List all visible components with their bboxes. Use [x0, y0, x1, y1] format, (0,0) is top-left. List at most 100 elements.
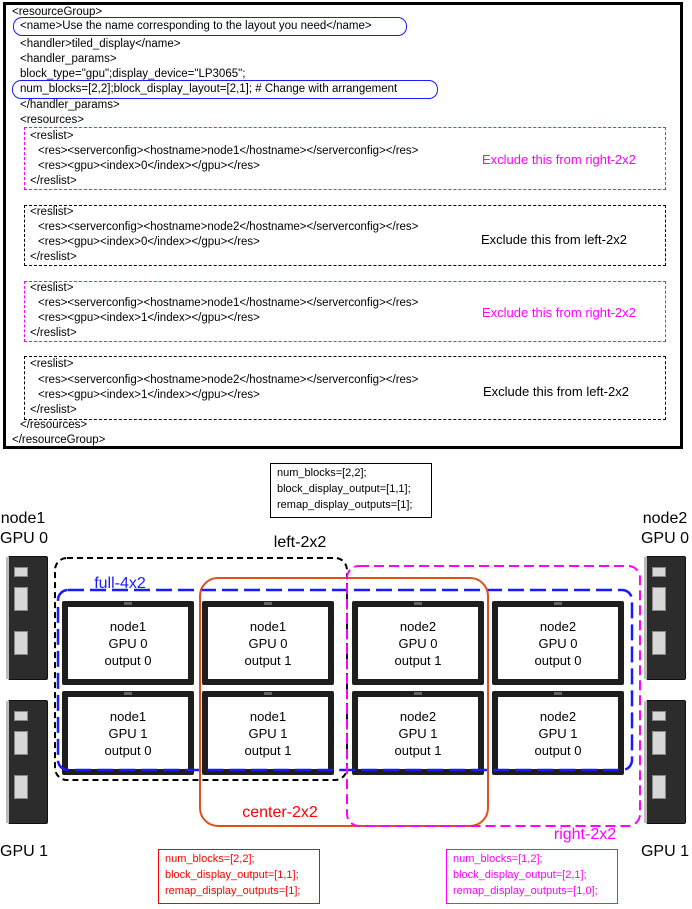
xml-line: </handler_params>	[20, 99, 120, 111]
monitor-gpu: GPU 1	[538, 725, 578, 741]
param-line: block_display_output=[1,1];	[277, 483, 411, 495]
exclude-note: Exclude this from right-2x2	[482, 305, 636, 320]
monitor-node: node2	[399, 708, 437, 724]
monitor-output: output 1	[394, 742, 442, 758]
xml-config-box	[3, 2, 683, 449]
dvi-port-icon	[652, 631, 666, 655]
gpu1-left-label: GPU 1	[0, 843, 49, 860]
monitor-gpu: GPU 1	[108, 725, 148, 741]
reslist-open: <reslist>	[30, 206, 74, 218]
gpu0-right-label: GPU 0	[640, 530, 689, 547]
reslist-res: <res><gpu><index>0</index></gpu></res>	[38, 160, 260, 172]
exclude-note: Exclude this from left-2x2	[481, 232, 627, 247]
param-line: block_display_output=[1,1];	[165, 869, 299, 881]
monitor-gpu: GPU 0	[248, 635, 288, 651]
node2-label: node2	[642, 510, 688, 527]
xml-line: <name>Use the name corresponding to the …	[20, 20, 372, 32]
center-2x2-label: center-2x2	[242, 804, 318, 821]
reslist-close: </reslist>	[30, 404, 77, 416]
monitor-node: node2	[539, 618, 577, 634]
num-blocks-highlight	[12, 80, 438, 99]
params-center-box: num_blocks=[2,2]; block_display_output=[…	[158, 849, 320, 904]
gpu1-right-label: GPU 1	[640, 843, 689, 860]
port-icon	[14, 711, 28, 721]
xml-line: </resourceGroup>	[12, 434, 106, 446]
gpu-card-node1-gpu0	[6, 556, 48, 680]
monitor-output: output 1	[394, 652, 442, 668]
reslist-box-1	[24, 127, 666, 190]
reslist-res: <res><gpu><index>0</index></gpu></res>	[38, 236, 260, 248]
monitor-gpu: GPU 0	[108, 635, 148, 651]
dvi-port-icon	[652, 587, 666, 611]
dvi-port-icon	[652, 731, 666, 755]
monitor-node: node1	[249, 708, 287, 724]
right-2x2-label: right-2x2	[553, 826, 617, 843]
monitor-gpu: GPU 0	[538, 635, 578, 651]
reslist-open: <reslist>	[30, 358, 74, 370]
gpu0-left-label: GPU 0	[0, 530, 49, 547]
monitor-gpu: GPU 1	[398, 725, 438, 741]
reslist-res: <res><serverconfig><hostname>node2</host…	[38, 374, 419, 386]
monitor-node: node2	[539, 708, 577, 724]
reslist-open: <reslist>	[30, 130, 74, 142]
dvi-port-icon	[14, 631, 28, 655]
xml-line: block_type="gpu";display_device="LP3065"…	[20, 68, 246, 80]
reslist-close: </reslist>	[30, 327, 77, 339]
reslist-open: <reslist>	[30, 282, 74, 294]
reslist-close: </reslist>	[30, 175, 77, 187]
xml-line: <resourceGroup>	[12, 6, 103, 18]
param-line: remap_display_outputs=[1];	[165, 885, 301, 897]
monitor-output: output 0	[104, 652, 152, 668]
monitor-output: output 1	[244, 742, 292, 758]
dvi-port-icon	[14, 731, 28, 755]
exclude-note: Exclude this from right-2x2	[482, 152, 636, 167]
monitor-output: output 0	[104, 742, 152, 758]
param-line: block_display_output=[2,1];	[453, 869, 587, 881]
monitor-node: node2	[399, 618, 437, 634]
monitor-output: output 1	[244, 652, 292, 668]
full-4x2-label: full-4x2	[94, 575, 146, 592]
reslist-res: <res><serverconfig><hostname>node1</host…	[38, 297, 419, 309]
monitor-node: node1	[109, 618, 147, 634]
monitor-output: output 0	[534, 742, 582, 758]
monitor-gpu: GPU 0	[398, 635, 438, 651]
dvi-port-icon	[14, 587, 28, 611]
port-icon	[14, 567, 28, 577]
reslist-box-4	[24, 356, 666, 420]
xml-line: num_blocks=[2,2];block_display_layout=[2…	[20, 83, 398, 95]
gpu-card-node2-gpu0	[644, 556, 686, 680]
port-icon	[652, 711, 666, 721]
monitor-node: node1	[109, 708, 147, 724]
reslist-box-3	[24, 281, 666, 342]
xml-line: <handler>tiled_display</name>	[20, 38, 181, 50]
reslist-close: </reslist>	[30, 251, 77, 263]
gpu-card-node1-gpu1	[6, 700, 48, 824]
param-line: num_blocks=[2,2];	[277, 467, 367, 479]
reslist-res: <res><serverconfig><hostname>node1</host…	[38, 145, 419, 157]
reslist-res: <res><gpu><index>1</index></gpu></res>	[38, 312, 260, 324]
name-highlight	[13, 17, 407, 36]
reslist-res: <res><serverconfig><hostname>node2</host…	[38, 221, 419, 233]
param-line: num_blocks=[1,2];	[453, 853, 543, 865]
port-icon	[652, 567, 666, 577]
exclude-note: Exclude this from left-2x2	[483, 384, 629, 399]
monitor-output: output 0	[534, 652, 582, 668]
dvi-port-icon	[652, 775, 666, 799]
left-2x2-label: left-2x2	[273, 534, 327, 551]
node1-label: node1	[0, 510, 46, 527]
xml-line: <resources>	[20, 114, 84, 126]
param-line: remap_display_outputs=[1,0];	[453, 885, 598, 897]
monitor-node: node1	[249, 618, 287, 634]
param-line: num_blocks=[2,2];	[165, 853, 255, 865]
xml-line: </resources>	[20, 419, 88, 431]
reslist-box-2	[24, 205, 666, 266]
reslist-res: <res><gpu><index>1</index></gpu></res>	[38, 389, 260, 401]
xml-line: <handler_params>	[20, 53, 117, 65]
gpu-card-node2-gpu1	[644, 700, 686, 824]
